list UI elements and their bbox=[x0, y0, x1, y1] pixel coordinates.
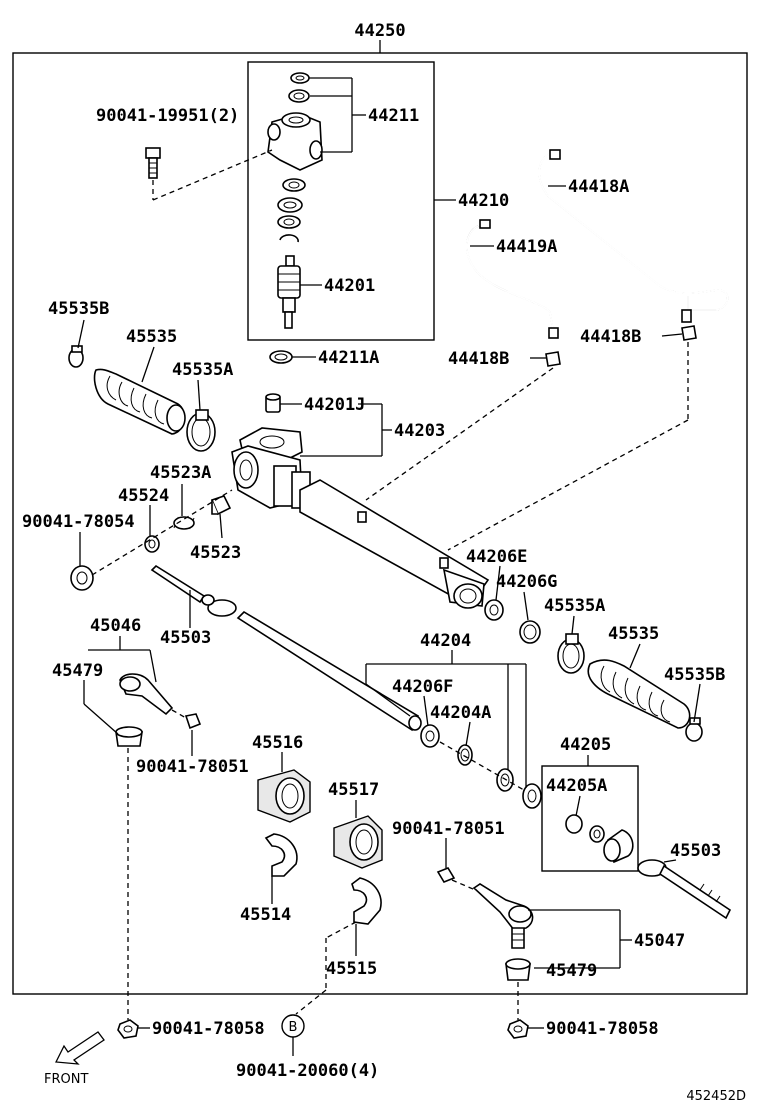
part-44418B-gasket-left bbox=[545, 351, 561, 367]
label-44211: 44211 bbox=[368, 106, 419, 126]
part-45535A-clamp-right bbox=[557, 633, 585, 674]
label-45515: 45515 bbox=[326, 959, 377, 979]
label-44418B-right: 44418B bbox=[580, 327, 641, 347]
label-45479-right: 45479 bbox=[546, 961, 597, 981]
part-45503-tie-rod-left bbox=[150, 564, 237, 617]
part-45535B-clip-right bbox=[685, 717, 703, 742]
label-45503-right: 45503 bbox=[670, 841, 721, 861]
part-44204-rack-bar bbox=[236, 610, 422, 732]
part-45503-tie-rod-right bbox=[637, 859, 732, 920]
label-90041-78051-left: 90041-78051 bbox=[136, 757, 249, 777]
label-44418A: 44418A bbox=[568, 177, 629, 197]
label-45503-left: 45503 bbox=[160, 628, 211, 648]
label-44205A: 44205A bbox=[546, 776, 607, 796]
part-45479-boot-right bbox=[505, 958, 531, 981]
part-45524-plug bbox=[144, 535, 160, 553]
part-44205A-ring bbox=[565, 814, 583, 834]
part-44204-seal-a bbox=[496, 768, 514, 792]
part-44418B-gasket-right bbox=[681, 325, 697, 341]
part-nut-90041-78054 bbox=[70, 565, 94, 591]
part-44419A-pressure-line bbox=[465, 219, 559, 339]
label-45047: 45047 bbox=[634, 931, 685, 951]
part-45515-bracket bbox=[351, 877, 382, 925]
part-44204-seal-b bbox=[522, 783, 542, 809]
bolt-b-letter: B bbox=[289, 1020, 298, 1035]
label-44204: 44204 bbox=[420, 631, 471, 651]
part-45047-tie-rod-end-right bbox=[472, 883, 534, 949]
label-90041-78058-right: 90041-78058 bbox=[546, 1019, 659, 1039]
leader-lines bbox=[77, 77, 701, 1056]
label-45517: 45517 bbox=[328, 780, 379, 800]
assembly-box-44210 bbox=[247, 61, 435, 341]
assembly-box-44205 bbox=[541, 765, 639, 872]
part-45535-boot-left bbox=[93, 368, 186, 435]
label-44204A: 44204A bbox=[430, 703, 491, 723]
part-45516-cushion bbox=[257, 769, 311, 823]
label-90041-20060: 90041-20060(4) bbox=[236, 1061, 379, 1081]
part-valve-housing bbox=[267, 112, 323, 171]
part-44211-seals bbox=[288, 72, 310, 103]
label-45535A-top: 45535A bbox=[172, 360, 233, 380]
part-44205-seal bbox=[589, 825, 605, 843]
part-44206F-bushing bbox=[420, 724, 440, 748]
part-44205-bushing bbox=[603, 829, 634, 864]
part-44206G-ring bbox=[519, 620, 541, 644]
label-90041-78058-left: 90041-78058 bbox=[152, 1019, 265, 1039]
label-45535B-right: 45535B bbox=[664, 665, 725, 685]
label-45516: 45516 bbox=[252, 733, 303, 753]
label-90041-19951: 90041-19951(2) bbox=[96, 106, 239, 126]
label-45535-top: 45535 bbox=[126, 327, 177, 347]
label-44206F: 44206F bbox=[392, 677, 453, 697]
part-45523-guide bbox=[210, 495, 232, 516]
label-45535-right: 45535 bbox=[608, 624, 659, 644]
label-45046: 45046 bbox=[90, 616, 141, 636]
part-45523A-spring bbox=[173, 516, 195, 530]
label-44250: 44250 bbox=[354, 21, 405, 41]
part-nut-90041-78051-left bbox=[184, 713, 202, 730]
label-45523A: 45523A bbox=[150, 463, 211, 483]
part-45535B-clip-left bbox=[68, 345, 84, 368]
part-44211A-gasket bbox=[269, 350, 293, 364]
front-label: FRONT bbox=[44, 1072, 88, 1087]
part-45479-boot-left bbox=[115, 726, 143, 747]
diagram-id: 452452D bbox=[686, 1089, 746, 1104]
part-45514-bracket bbox=[264, 833, 298, 877]
label-45535A-right: 45535A bbox=[544, 596, 605, 616]
label-90041-78051-mid: 90041-78051 bbox=[392, 819, 505, 839]
label-44418B-left: 44418B bbox=[448, 349, 509, 369]
part-44206E-seal bbox=[484, 599, 504, 621]
part-nut-90041-78058-left bbox=[117, 1019, 139, 1039]
label-44206E: 44206E bbox=[466, 547, 527, 567]
label-45479-left: 45479 bbox=[52, 661, 103, 681]
part-45046-tie-rod-end-left bbox=[119, 673, 174, 716]
label-45523: 45523 bbox=[190, 543, 241, 563]
part-bolt-90041-19951 bbox=[145, 147, 161, 179]
label-44210: 44210 bbox=[458, 191, 509, 211]
part-44203-rack-housing bbox=[231, 427, 490, 609]
label-45524: 45524 bbox=[118, 486, 169, 506]
part-nut-90041-78051-mid bbox=[436, 867, 456, 883]
label-44205: 44205 bbox=[560, 735, 611, 755]
part-44418A-return-line bbox=[538, 149, 729, 323]
part-pinion-bearings bbox=[277, 178, 306, 243]
part-nut-90041-78058-right bbox=[507, 1019, 529, 1039]
label-45514: 45514 bbox=[240, 905, 291, 925]
part-44201J-bushing bbox=[265, 393, 281, 413]
label-44203: 44203 bbox=[394, 421, 445, 441]
label-45535B-top: 45535B bbox=[48, 299, 109, 319]
label-44201: 44201 bbox=[324, 276, 375, 296]
part-44201-pinion-valve bbox=[277, 255, 301, 329]
part-45535A-clamp-left bbox=[186, 409, 216, 452]
label-44211A: 44211A bbox=[318, 348, 379, 368]
part-45517-cushion bbox=[333, 815, 383, 869]
label-90041-78054: 90041-78054 bbox=[22, 512, 135, 532]
label-44206G: 44206G bbox=[496, 572, 557, 592]
part-44204A-ring bbox=[457, 744, 473, 766]
label-44201J: 44201J bbox=[304, 395, 365, 415]
label-44419A: 44419A bbox=[496, 237, 557, 257]
front-arrow-icon bbox=[54, 1031, 105, 1065]
